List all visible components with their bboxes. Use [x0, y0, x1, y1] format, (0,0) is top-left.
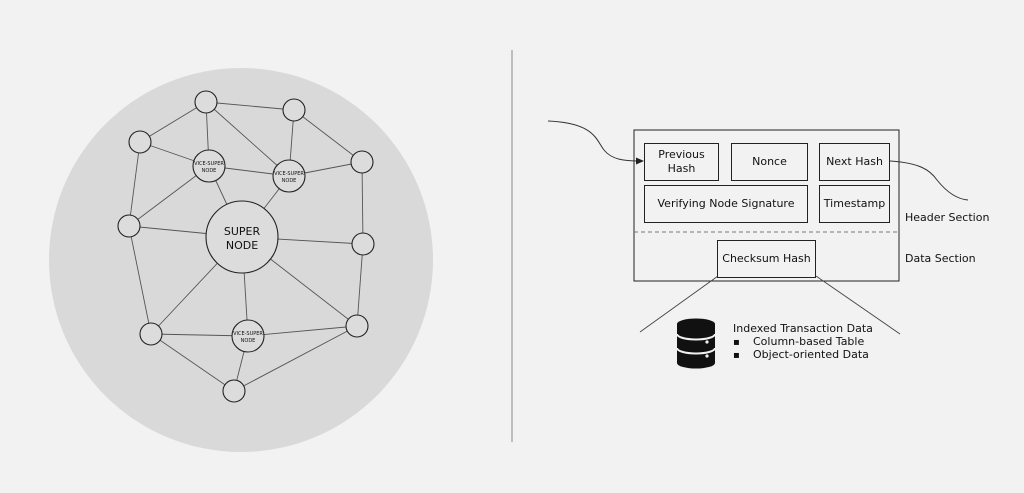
vice-super-node-top [192, 149, 226, 183]
data-funnel-left [639, 275, 719, 333]
next-hash-label: Next Hash [826, 155, 883, 168]
peer-node [351, 232, 375, 256]
peer-node [345, 314, 369, 338]
timestamp-label: Timestamp [823, 197, 886, 210]
data-funnel-right [815, 275, 901, 335]
vice-super-label-line1: VICE-SUPER [194, 161, 224, 167]
previous-hash-box: Previous Hash [644, 143, 719, 181]
nonce-box: Nonce [731, 143, 808, 181]
network-nodes [117, 90, 375, 403]
block-outline [633, 129, 900, 282]
incoming-link-curve [547, 120, 641, 162]
vice-super-label-line2: NODE [282, 178, 297, 184]
verifying-node-signature-label: Verifying Node Signature [657, 197, 795, 210]
peer-node [117, 214, 141, 238]
vice-super-label-line2: NODE [241, 338, 256, 344]
vice-super-node-bottom [231, 319, 265, 353]
data-section-label: Data Section [905, 252, 976, 265]
list-item: Object-oriented Data [733, 348, 869, 361]
verifying-node-signature-box: Verifying Node Signature [644, 185, 808, 223]
vice-super-node-right [272, 159, 306, 193]
list-item: Column-based Table [733, 335, 869, 348]
header-section-label: Header Section [905, 211, 990, 224]
peer-node [222, 379, 246, 403]
super-node-label-line2: NODE [226, 239, 258, 252]
peer-node [128, 130, 152, 154]
super-node [205, 200, 279, 274]
arrow-head-icon [636, 157, 644, 165]
outgoing-link-curve [889, 160, 969, 201]
previous-hash-line1: Previous [658, 148, 705, 161]
peer-node [282, 98, 306, 122]
transaction-data-list: Column-based Table Object-oriented Data [733, 335, 869, 361]
vice-super-label-line1: VICE-SUPER [233, 331, 263, 337]
timestamp-box: Timestamp [819, 185, 890, 223]
vice-super-label-line2: NODE [202, 168, 217, 174]
peer-node [350, 150, 374, 174]
next-hash-box: Next Hash [819, 143, 890, 181]
nonce-label: Nonce [752, 155, 787, 168]
peer-node [194, 90, 218, 114]
super-node-label-line1: SUPER [224, 225, 261, 238]
previous-hash-line2: Hash [667, 162, 696, 175]
checksum-hash-box: Checksum Hash [717, 240, 816, 278]
vice-super-label-line1: VICE-SUPER [274, 171, 304, 177]
database-icon [676, 318, 716, 371]
peer-node [139, 322, 163, 346]
transaction-data-title: Indexed Transaction Data [733, 322, 873, 335]
checksum-hash-label: Checksum Hash [722, 252, 811, 265]
